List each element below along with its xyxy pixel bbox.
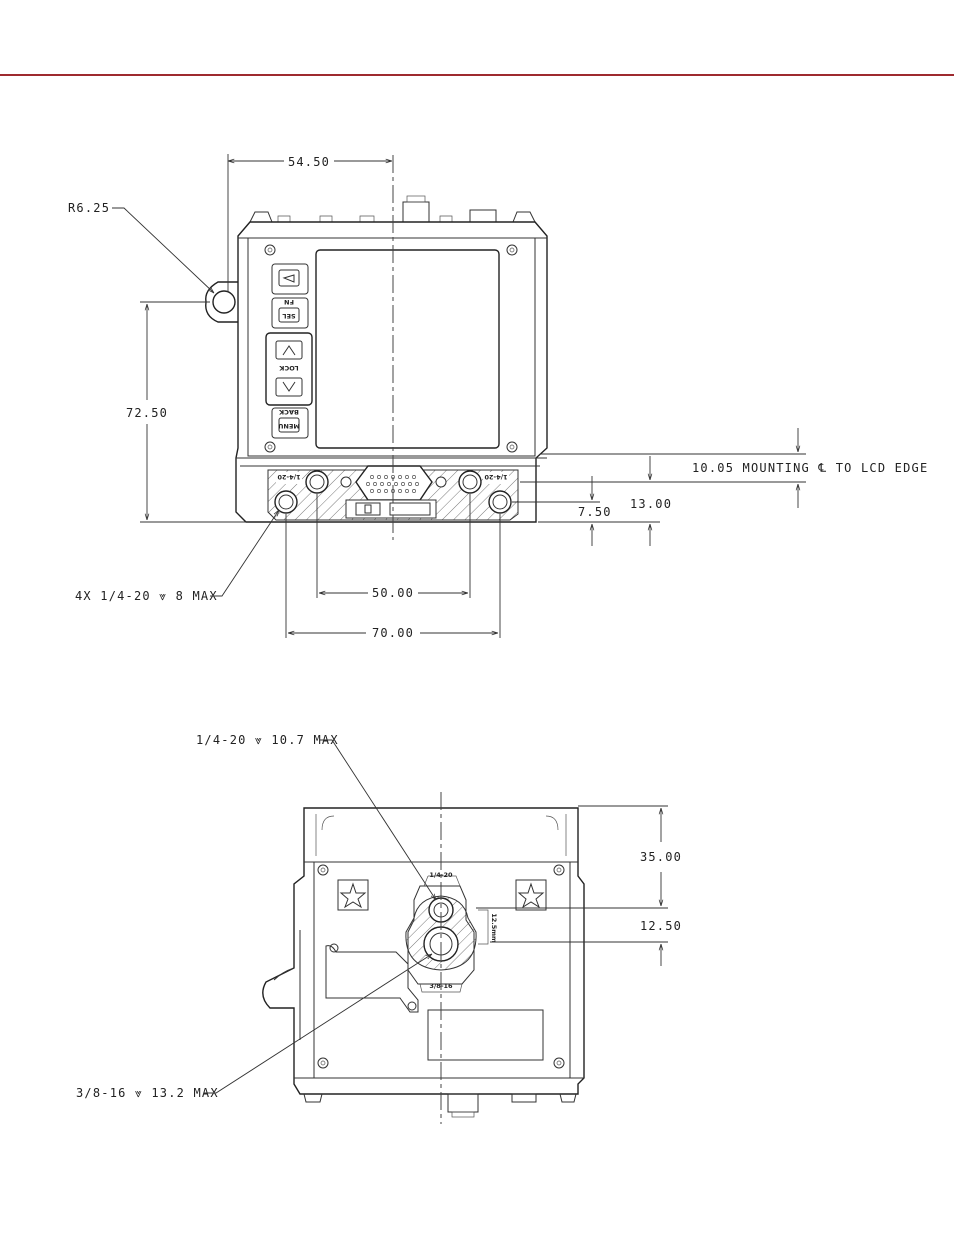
label-area <box>427 1009 544 1061</box>
star-badges <box>337 879 547 911</box>
mounting-plate: 1/4-20 1/4-20 <box>267 465 519 521</box>
callout-4x-holes: 4X 1/4-20 ⩔ 8 MAX <box>75 589 218 603</box>
star-icon <box>339 882 367 909</box>
sel-label: SEL <box>282 312 295 320</box>
tripod-mount: 1/4-20 3/8-16 12.5mm <box>405 871 498 993</box>
dim-1005: 10.05 MOUNTING ℄ TO LCD EDGE <box>692 461 928 475</box>
dim-125mm: 12.5mm <box>490 913 498 943</box>
header-rule <box>0 74 954 76</box>
lock-label: LOCK <box>278 364 298 372</box>
camera-body-bottom <box>262 807 585 1118</box>
dim-3500: 35.00 <box>640 850 682 864</box>
menu-back-button <box>271 407 309 439</box>
dim-7000: 70.00 <box>372 626 414 640</box>
connector <box>355 465 433 501</box>
dim-7250: 72.50 <box>126 406 168 420</box>
left-button <box>271 263 309 295</box>
hole-label-right: 1/4-20 <box>484 473 508 481</box>
lock-rocker <box>265 332 313 406</box>
callout-1-4-20: 1/4-20 ⩔ 10.7 MAX <box>196 733 339 747</box>
down-arrow-icon <box>282 381 296 392</box>
dim-5450: 54.50 <box>288 155 330 169</box>
dim-750: 7.50 <box>578 505 612 519</box>
lcd-screen <box>315 249 500 449</box>
dim-1300: 13.00 <box>630 497 672 511</box>
mount-holes <box>274 470 512 514</box>
button-panel: FN SEL LOCK BACK MENU <box>265 263 313 439</box>
left-arrow-icon <box>282 274 295 283</box>
menu-label: MENU <box>278 422 300 430</box>
star-icon <box>517 882 545 909</box>
top-dimensions: 54.50 R6.25 72.50 10.05 MOUNTING ℄ TO LC… <box>68 154 928 640</box>
top-view: FN SEL LOCK BACK MENU <box>68 154 928 640</box>
sel-fn-button <box>271 297 309 329</box>
battery-plate <box>325 945 419 1013</box>
bottom-screws <box>317 864 565 1069</box>
fn-label: FN <box>284 298 294 306</box>
callout-3-8-16: 3/8-16 ⩔ 13.2 MAX <box>76 1086 219 1100</box>
bottom-dimensions: 1/4-20 ⩔ 10.7 MAX 3/8-16 ⩔ 13.2 MAX 35.0… <box>76 733 682 1100</box>
back-label: BACK <box>278 408 299 416</box>
up-arrow-icon <box>282 345 296 356</box>
dim-r625: R6.25 <box>68 201 110 215</box>
hole-label-left: 1/4-20 <box>277 473 301 481</box>
dim-1250: 12.50 <box>640 919 682 933</box>
corner-screws <box>264 244 518 453</box>
boss-hole <box>212 290 236 314</box>
bottom-view: 1/4-20 3/8-16 12.5mm 1/4-20 ⩔ 10.7 MAX 3… <box>76 733 682 1124</box>
dim-5000: 50.00 <box>372 586 414 600</box>
